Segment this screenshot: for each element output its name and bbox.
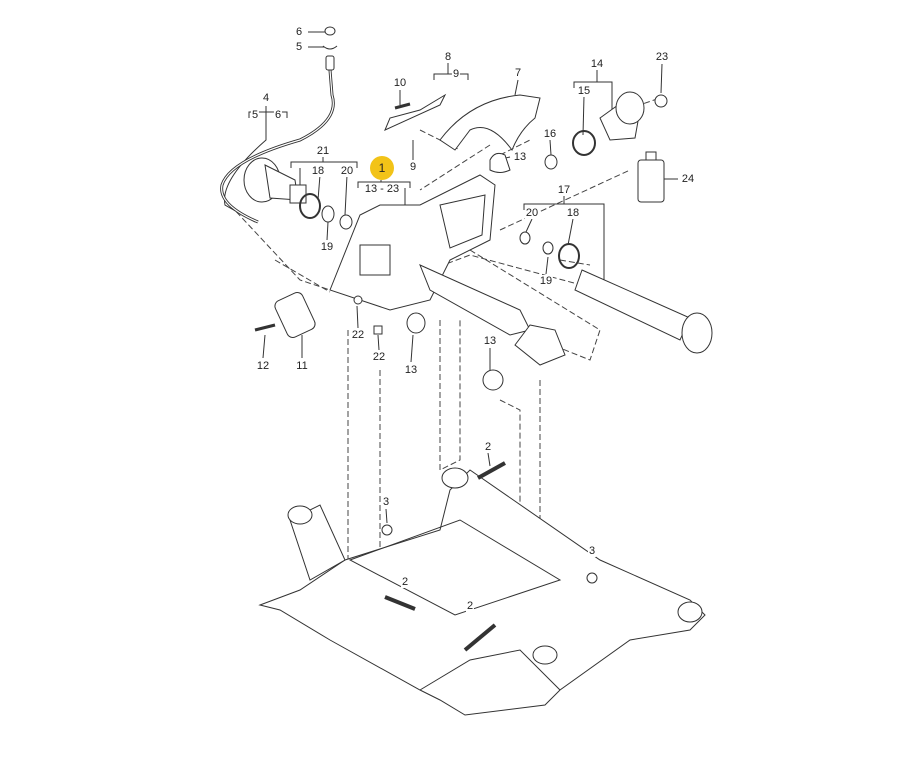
callout-20[interactable]: 20 [339,165,355,177]
callout-11[interactable]: 11 [295,360,309,372]
callout-14[interactable]: 14 [589,58,605,70]
callout-8[interactable]: 8 [443,51,453,63]
callout-7[interactable]: 7 [513,67,523,79]
callout-2b[interactable]: 2 [400,576,410,588]
drive-flange-left [243,157,307,204]
callout-6b[interactable]: 6 [273,109,283,121]
subframe [258,467,706,716]
callout-22b[interactable]: 22 [371,351,387,363]
callout-2[interactable]: 2 [483,441,493,453]
oil-bottle [637,159,665,203]
callout-13-23[interactable]: 13 - 23 [363,183,401,195]
callout-4[interactable]: 4 [261,92,271,104]
callout-13c[interactable]: 13 [482,335,498,347]
callout-2c[interactable]: 2 [465,600,475,612]
callout-21[interactable]: 21 [315,145,331,157]
callout-23[interactable]: 23 [654,51,670,63]
callout-10[interactable]: 10 [392,77,408,89]
callout-brackets [224,31,678,625]
drive-shaft-right [519,231,713,354]
callout-13b[interactable]: 13 [403,364,419,376]
callout-9b[interactable]: 9 [408,161,418,173]
callout-9[interactable]: 9 [451,68,461,80]
callout-5b[interactable]: 5 [250,109,260,121]
callout-18b[interactable]: 18 [565,207,581,219]
callout-20b[interactable]: 20 [524,207,540,219]
callout-15[interactable]: 15 [576,85,592,97]
callout-3[interactable]: 3 [381,496,391,508]
callout-12[interactable]: 12 [255,360,271,372]
differential-housing [329,174,531,336]
callout-19b[interactable]: 19 [538,275,554,287]
callout-5[interactable]: 5 [294,41,304,53]
callout-22[interactable]: 22 [350,329,366,341]
callout-6[interactable]: 6 [294,26,304,38]
callout-19[interactable]: 19 [319,241,335,253]
callout-18[interactable]: 18 [310,165,326,177]
callout-3b[interactable]: 3 [587,545,597,557]
callout-17[interactable]: 17 [556,184,572,196]
callout-13[interactable]: 13 [512,151,528,163]
callout-1-highlighted[interactable]: 1 [370,156,394,180]
callout-24[interactable]: 24 [680,173,696,185]
callout-16[interactable]: 16 [542,128,558,140]
